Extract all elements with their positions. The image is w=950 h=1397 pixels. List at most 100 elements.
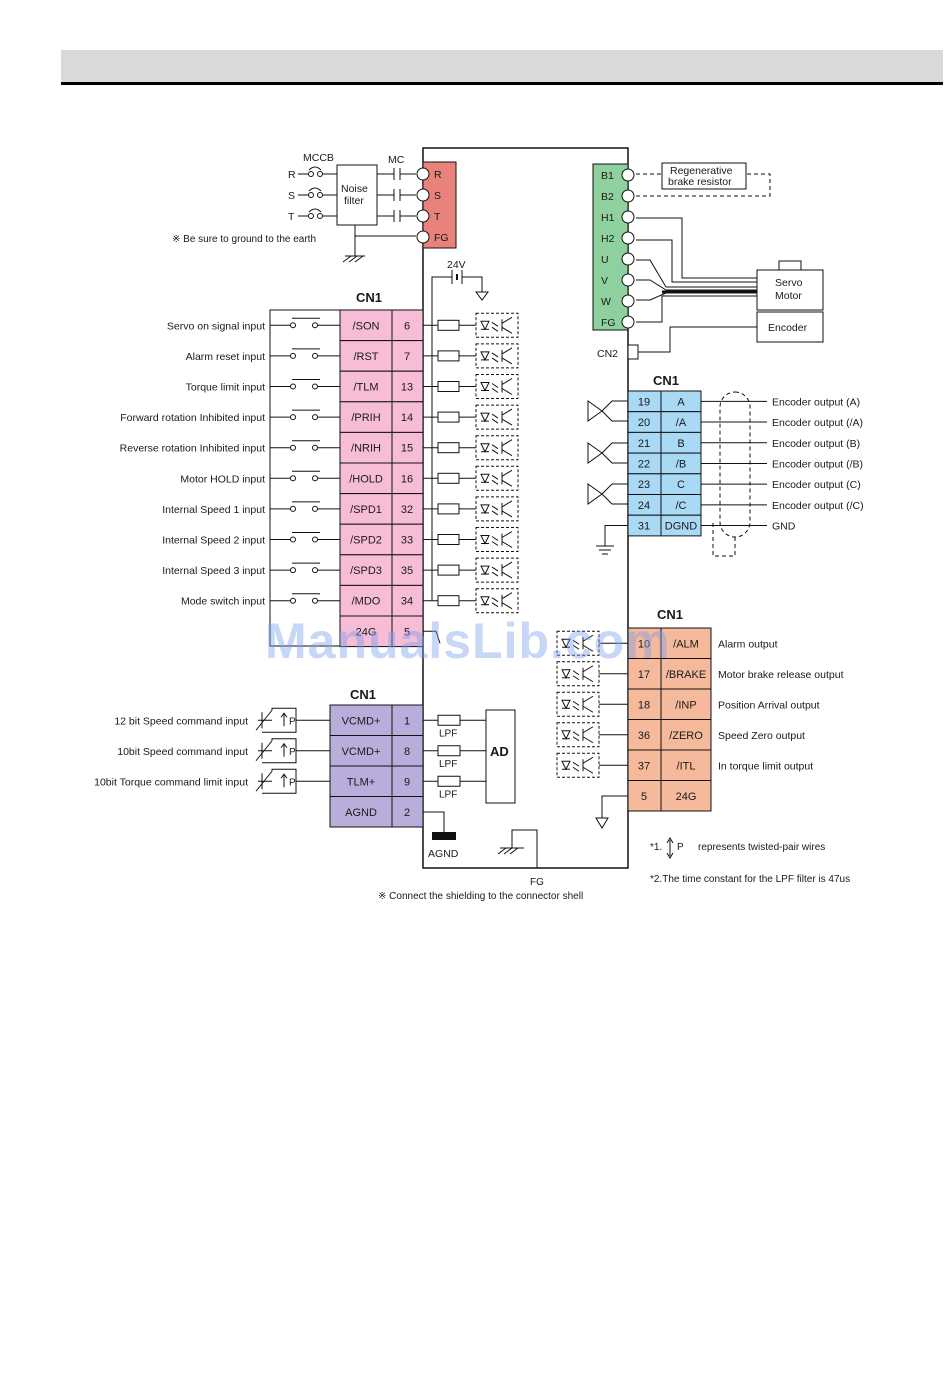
lpf-label: LPF [439,759,457,770]
input-cn1-title: CN1 [356,290,382,305]
input-optocoupler [475,588,519,614]
power-terminal [416,167,430,181]
input-label: Torque limit input [186,382,265,394]
motor-terminal [621,231,635,245]
supply-24v: 24V [431,259,489,590]
servo-motor-label-2: Motor [775,290,802,302]
input-optocoupler [475,527,519,552]
analog-cn1-title: CN1 [350,687,376,702]
servo-motor-label-1: Servo [775,277,803,289]
output-optocoupler [556,661,600,687]
encoder-label: Encoder output (C) [772,479,861,491]
input-pin: 5 [404,626,410,638]
note-1-p: P [677,842,684,853]
input-pin: 14 [401,412,413,424]
input-signal: /NRIH [351,443,381,455]
output-signal-cell [660,627,712,659]
output-pin: 10 [638,638,650,650]
output-pin: 5 [641,791,647,803]
input-pin: 7 [404,351,410,363]
output-signal-cell [660,658,712,690]
regen-resistor-label-1: Regenerative [670,165,733,177]
motor-terminal-label: V [601,275,608,287]
agnd-ground-label: AGND [428,848,459,860]
power-line-label: T [288,211,295,223]
analog-signal: VCMD+ [342,746,381,758]
input-pin: 34 [401,596,413,608]
analog-pin-cell [391,796,424,828]
motor-terminal [621,315,635,329]
input-signal: /TLM [353,382,378,394]
analog-signal: VCMD+ [342,715,381,727]
motor-terminal-label: B1 [601,170,614,182]
input-label: Alarm reset input [186,351,265,363]
note-1-text: represents twisted-pair wires [698,842,825,853]
line-driver-icon [587,400,628,422]
input-signal: /MDO [352,596,381,608]
watermark: ManualsLib.com [265,613,671,669]
input-pin-cell [391,309,424,342]
analog-signal-cell [329,735,393,767]
power-terminal-label: R [434,169,442,181]
input-signal-cell [339,462,393,495]
input-signal: /SPD2 [350,535,382,547]
analog-signal-cell [329,796,393,828]
analog-pin-cell [391,735,424,767]
input-label: Motor HOLD input [180,473,265,485]
encoder-signal: DGND [665,521,697,533]
output-label: Position Arrival output [718,699,820,711]
power-terminal-label: S [434,190,441,202]
input-signal: /SPD3 [350,565,382,577]
input-signal: /RST [353,351,378,363]
ground-note: ※ Be sure to ground to the earth [172,234,316,245]
encoder-signal: /A [676,417,687,429]
cn2-connector [627,344,639,360]
fg-label: FG [530,877,544,888]
note-1-prefix: *1. [650,842,662,853]
motor-terminal-label: FG [601,317,616,329]
input-pin: 13 [401,382,413,394]
page-header-bar [61,50,943,85]
lpf-box [437,714,461,726]
output-signal-cell [660,688,712,720]
ad-converter-box [485,709,516,804]
input-signal-cell [339,615,393,648]
input-row: 24G 5 [339,615,441,648]
note-2: *2.The time constant for the LPF filter … [650,874,850,885]
encoder-signal: /B [676,458,686,470]
mc-label: MC [388,154,405,166]
encoder-signal: C [677,479,685,491]
input-pin: 32 [401,504,413,516]
input-signal: /HOLD [349,473,383,485]
input-signal-cell [339,523,393,556]
output-optocoupler [556,691,600,717]
output-signal: /ALM [673,638,699,650]
analog-label: 12 bit Speed command input [114,715,248,727]
encoder-cn1-title: CN1 [653,373,679,388]
encoder-pin: 31 [638,521,650,533]
encoder-label: Encoder [768,322,808,334]
power-terminal [416,209,430,223]
encoder-label: Encoder output (/A) [772,417,863,429]
motor-terminal-label: B2 [601,191,614,203]
input-pin: 6 [404,320,410,332]
input-row: /SPD2 33 Internal Speed 2 input [162,523,519,556]
noise-filter-box [336,164,378,226]
input-signal: 24G [356,626,377,638]
input-pin: 33 [401,535,413,547]
motor-terminal-label: H1 [601,212,615,224]
input-label: Internal Speed 2 input [162,535,265,547]
